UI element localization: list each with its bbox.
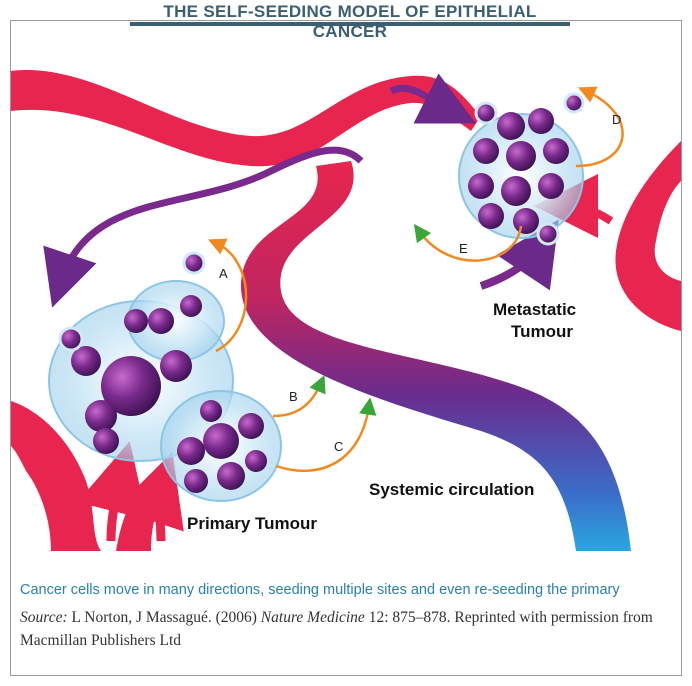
source-authors: L Norton, J Massagué. (2006) bbox=[67, 609, 261, 626]
label-metastatic-line2: Tumour bbox=[511, 322, 573, 341]
label-c: C bbox=[334, 439, 343, 454]
source-prefix: Source: bbox=[20, 609, 68, 626]
label-e: E bbox=[459, 241, 468, 256]
vessel-right-branch bbox=[615, 141, 681, 331]
title-bar: THE SELF-SEEDING MODEL OF EPITHELIAL CAN… bbox=[0, 0, 692, 41]
label-primary-tumour: Primary Tumour bbox=[187, 514, 317, 533]
source-rest: 12: 875–878. Reprinted with permission f… bbox=[20, 609, 653, 649]
label-d: D bbox=[612, 112, 621, 127]
label-b: B bbox=[289, 389, 298, 404]
label-metastatic-line1: Metastatic bbox=[493, 300, 576, 319]
figure-caption: Cancer cells move in many directions, se… bbox=[20, 582, 620, 598]
title-underline bbox=[130, 22, 570, 26]
figure-title: THE SELF-SEEDING MODEL OF EPITHELIAL CAN… bbox=[163, 2, 537, 41]
vessel-arrow-metastatic bbox=[479, 219, 559, 291]
vessel-arrow-red-bottom bbox=[115, 451, 184, 542]
vessel-arrow-red-bottom-2 bbox=[77, 441, 148, 542]
figure-source: Source: L Norton, J Massagué. (2006) Nat… bbox=[20, 606, 660, 652]
figure-frame bbox=[10, 20, 682, 676]
reseed-arrow-top bbox=[43, 146, 364, 308]
arrow-e bbox=[413, 223, 523, 262]
source-journal: Nature Medicine bbox=[260, 609, 365, 626]
vessel-top-branch bbox=[11, 70, 481, 167]
label-systemic-circulation: Systemic circulation bbox=[369, 480, 534, 499]
arrow-b bbox=[272, 374, 326, 418]
primary-tumour bbox=[48, 251, 282, 502]
vessel-bottom-left-2 bbox=[116, 471, 176, 551]
reseed-arrow-to-metastasis bbox=[389, 73, 477, 124]
metastatic-tumour bbox=[458, 92, 585, 246]
label-a: A bbox=[219, 266, 228, 281]
vessel-systemic-circulation bbox=[241, 161, 631, 551]
arrow-a bbox=[208, 238, 248, 353]
arrow-d bbox=[575, 86, 624, 168]
arrow-c bbox=[275, 397, 377, 473]
self-seeding-diagram: A B C D E Metastatic Tumour Systemic cir… bbox=[11, 70, 681, 551]
